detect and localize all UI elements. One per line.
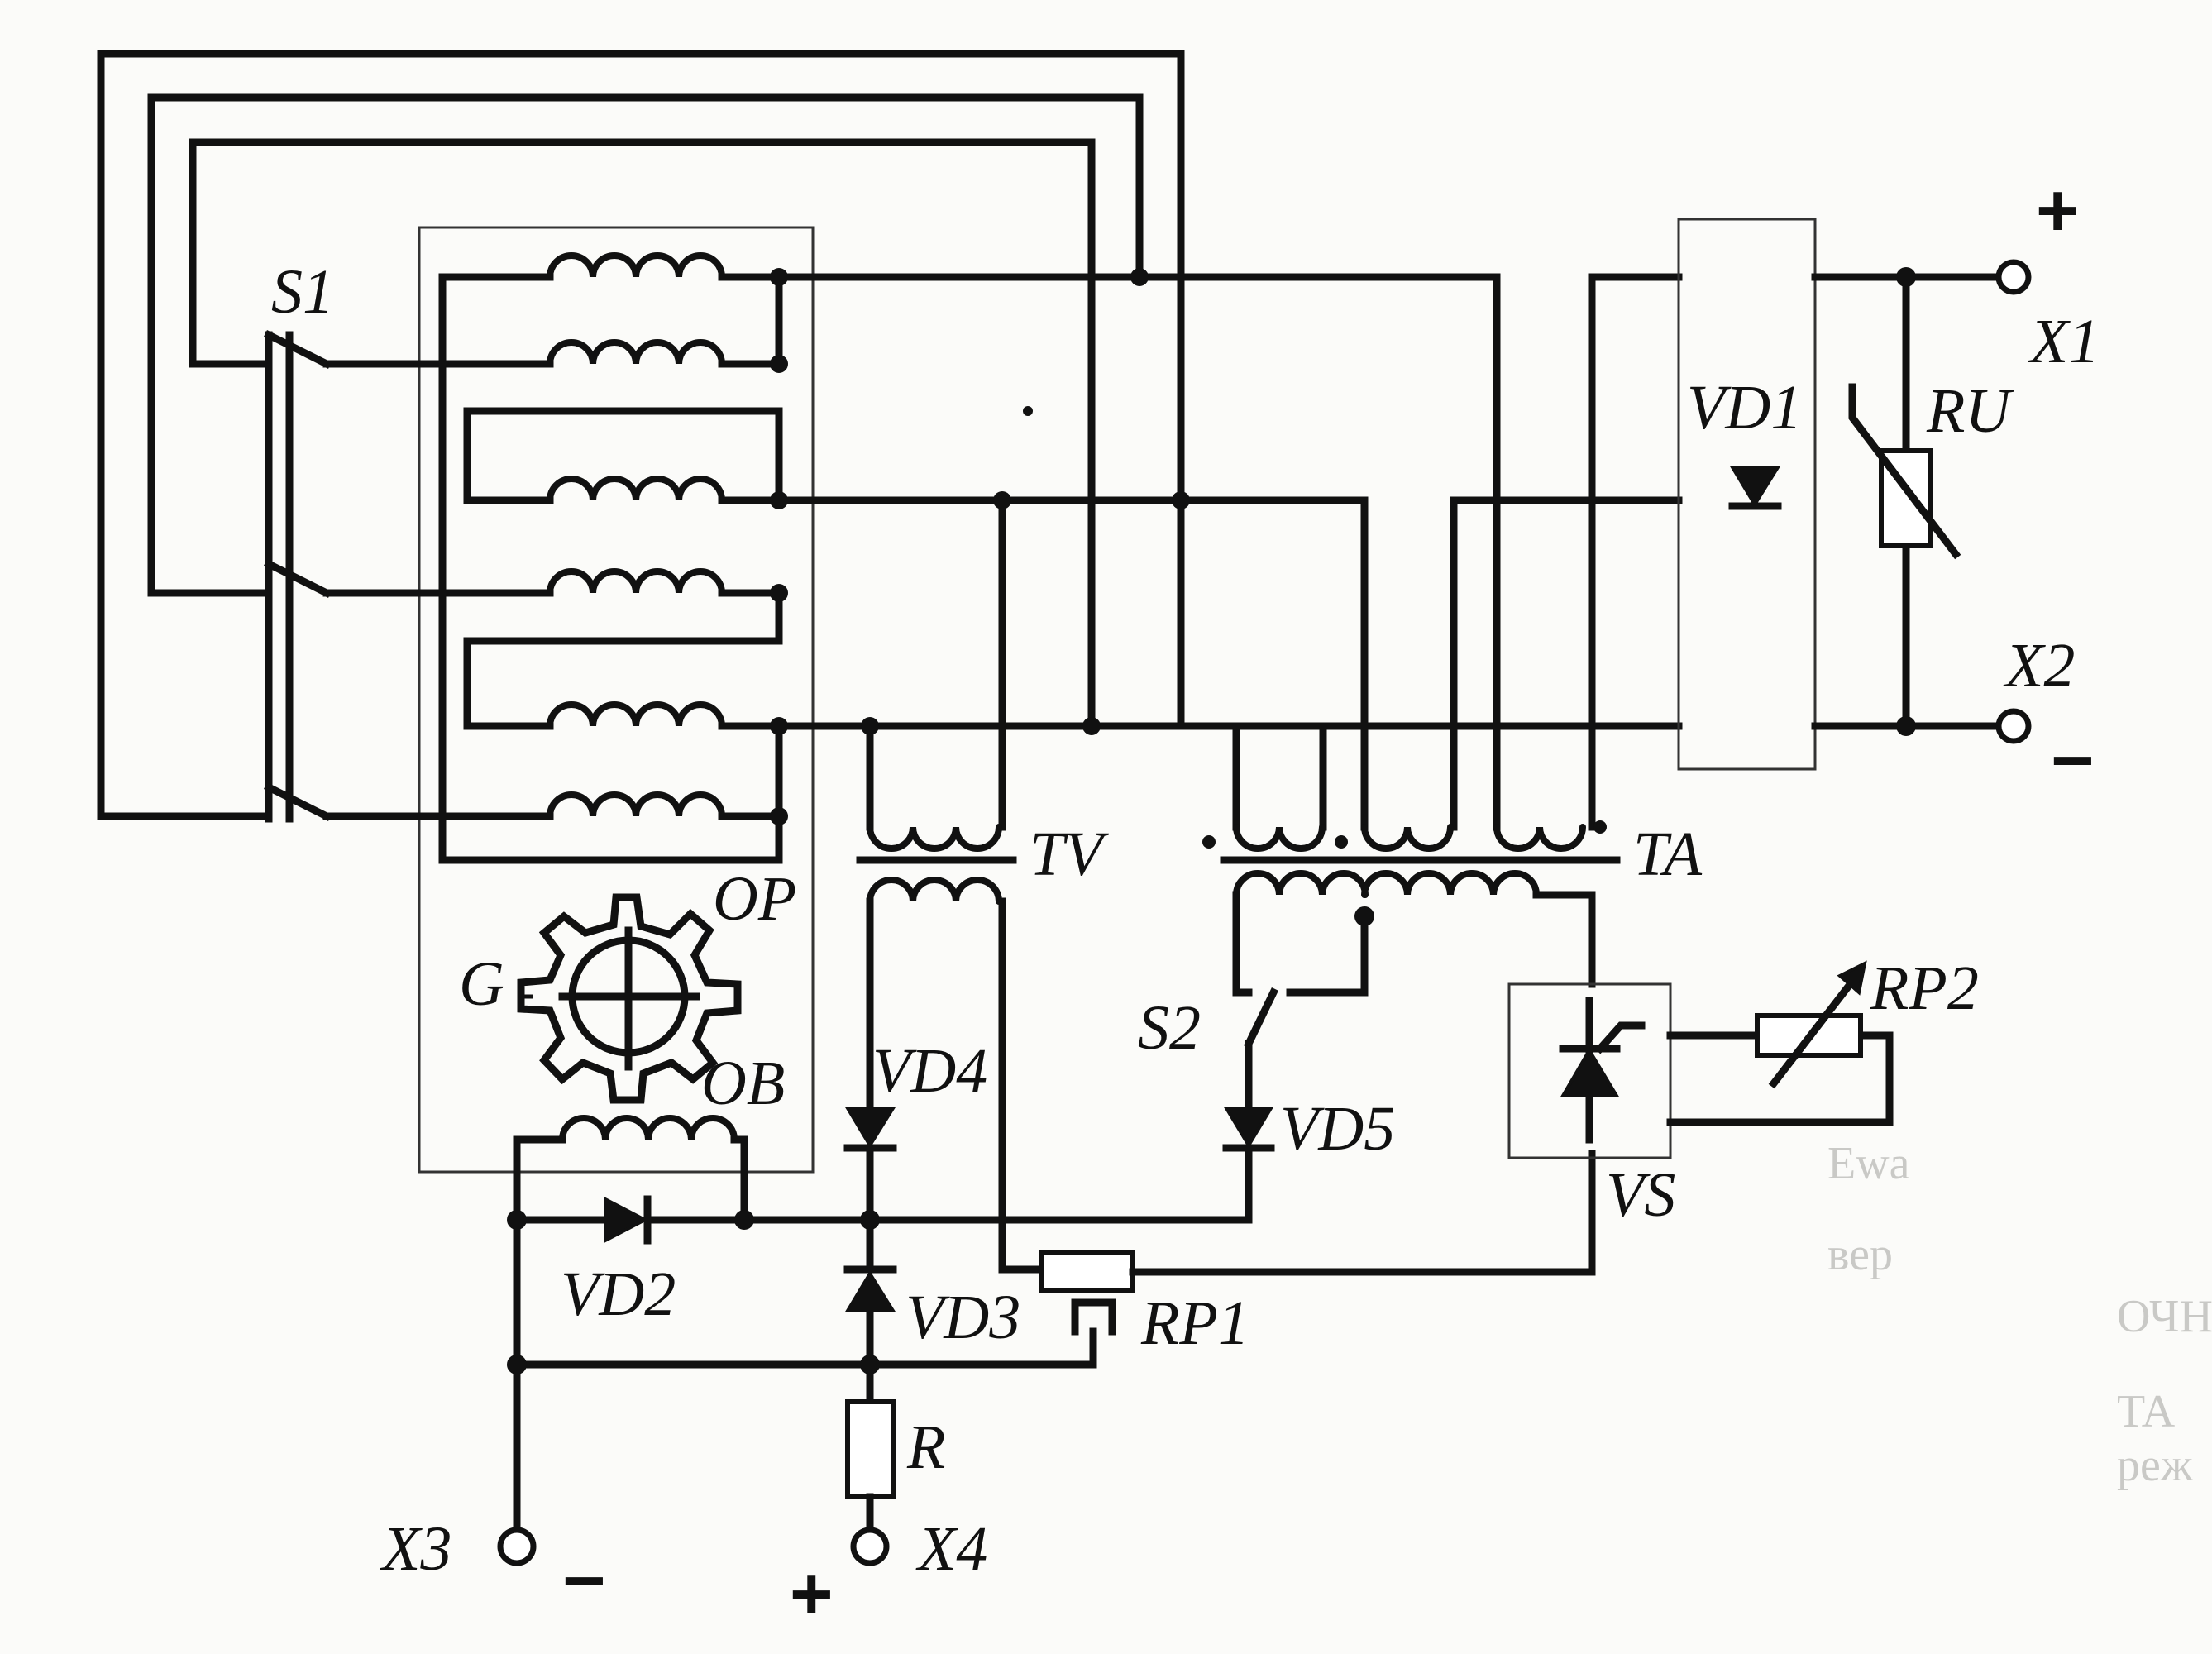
- varistor-ru: [1848, 383, 1961, 560]
- label-x1: X1: [2028, 307, 2100, 376]
- terminal-x2[interactable]: [1995, 708, 2032, 744]
- x3-polarity: −: [562, 1540, 606, 1623]
- generator-rotor-g: [517, 893, 742, 1104]
- main-buses: [775, 268, 1683, 831]
- label-vd2: VD2: [561, 1260, 676, 1329]
- label-rp2: RP2: [1870, 954, 1979, 1023]
- label-g: G: [459, 949, 504, 1019]
- voltage-transformer-tv: [856, 496, 1046, 1274]
- label-s2: S2: [1138, 993, 1201, 1063]
- label-x2: X2: [2003, 631, 2075, 700]
- terminal-x1[interactable]: [1995, 259, 2032, 295]
- stator-windings: [322, 252, 783, 864]
- x1-polarity: +: [2036, 170, 2080, 252]
- terminal-x3[interactable]: [497, 1527, 537, 1566]
- background-bleed-text: Ewa вер ОЧН TA реж: [1827, 1138, 2212, 1491]
- output-wiring: [1811, 267, 2005, 736]
- diode-vd4: [843, 1107, 897, 1274]
- label-ta: TA: [1633, 820, 1703, 889]
- excitation-circuit: [507, 1115, 1097, 1530]
- generator-enclosure: [418, 226, 815, 1174]
- switch-s1: [263, 329, 332, 823]
- label-vd5: VD5: [1280, 1094, 1395, 1164]
- x4-polarity: +: [790, 1553, 834, 1636]
- current-transformer-ta: [1202, 820, 1621, 997]
- thyristor-block-vs: [1507, 982, 1894, 1159]
- label-x3: X3: [380, 1514, 451, 1584]
- label-vs: VS: [1606, 1160, 1675, 1230]
- switch-s2: [1243, 987, 1279, 1112]
- scan-speck: [1023, 406, 1033, 416]
- bleed-text-3: ОЧН: [2117, 1291, 2212, 1342]
- label-vd3: VD3: [905, 1283, 1020, 1352]
- resistor-r: [845, 1399, 896, 1534]
- variable-resistor-rp2: [1755, 960, 1867, 1089]
- diode-vd5: [866, 1107, 1275, 1224]
- label-r: R: [906, 1413, 945, 1482]
- bleed-text-1: Ewa: [1827, 1138, 1910, 1189]
- potentiometer-rp1: [1039, 1150, 1596, 1336]
- label-ob: OB: [701, 1049, 785, 1118]
- s1-loop-wires: [97, 50, 1185, 820]
- label-vd4: VD4: [872, 1036, 987, 1106]
- diode-vd3: [843, 1265, 897, 1406]
- label-rp1: RP1: [1140, 1288, 1249, 1358]
- bleed-text-2: вер: [1827, 1229, 1893, 1280]
- label-tv: TV: [1030, 820, 1109, 889]
- terminal-x4[interactable]: [850, 1527, 890, 1566]
- label-op: OP: [713, 864, 796, 934]
- label-ru: RU: [1926, 376, 2014, 446]
- label-vd1: VD1: [1687, 373, 1802, 442]
- bleed-text-4: TA: [2117, 1386, 2176, 1437]
- x2-polarity: −: [2051, 719, 2095, 802]
- rectifier-block-vd1: [1677, 218, 1817, 771]
- label-x4: X4: [915, 1514, 987, 1584]
- bleed-text-5: реж: [2117, 1440, 2193, 1491]
- label-s1: S1: [271, 257, 334, 327]
